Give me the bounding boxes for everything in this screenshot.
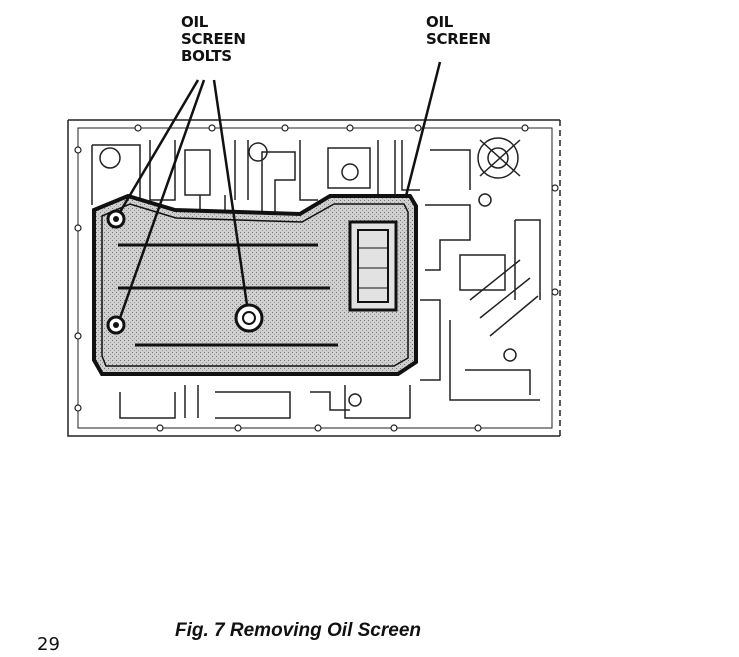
page-number: 29 [37, 634, 60, 655]
housing-bolt-holes [74, 124, 559, 432]
leader-line-bolt-center [212, 79, 249, 306]
label-line: OIL [426, 13, 453, 31]
leader-line-screen [404, 61, 442, 197]
oil-screen [92, 193, 418, 376]
label-line: SCREEN [426, 30, 491, 48]
label-line: BOLTS [181, 47, 232, 65]
valve-body-passages-lower [119, 385, 411, 419]
valve-body-housing [67, 119, 561, 437]
leader-line-bolt-upper [118, 79, 200, 213]
valve-body-passages-right [420, 137, 541, 401]
oil-screen-bolts-label: OIL SCREEN BOLTS [181, 14, 246, 65]
leader-lines [118, 61, 442, 319]
oil-screen-bolt-lower [106, 315, 126, 335]
leader-line-bolt-lower [118, 79, 206, 319]
label-line: SCREEN [181, 30, 246, 48]
oil-screen-bolt-center [234, 303, 264, 333]
figure-caption: Fig. 7 Removing Oil Screen [175, 620, 422, 641]
oil-screen-bolt-upper [106, 209, 126, 229]
label-line: OIL [181, 13, 208, 31]
oil-screen-label: OIL SCREEN [426, 14, 491, 48]
